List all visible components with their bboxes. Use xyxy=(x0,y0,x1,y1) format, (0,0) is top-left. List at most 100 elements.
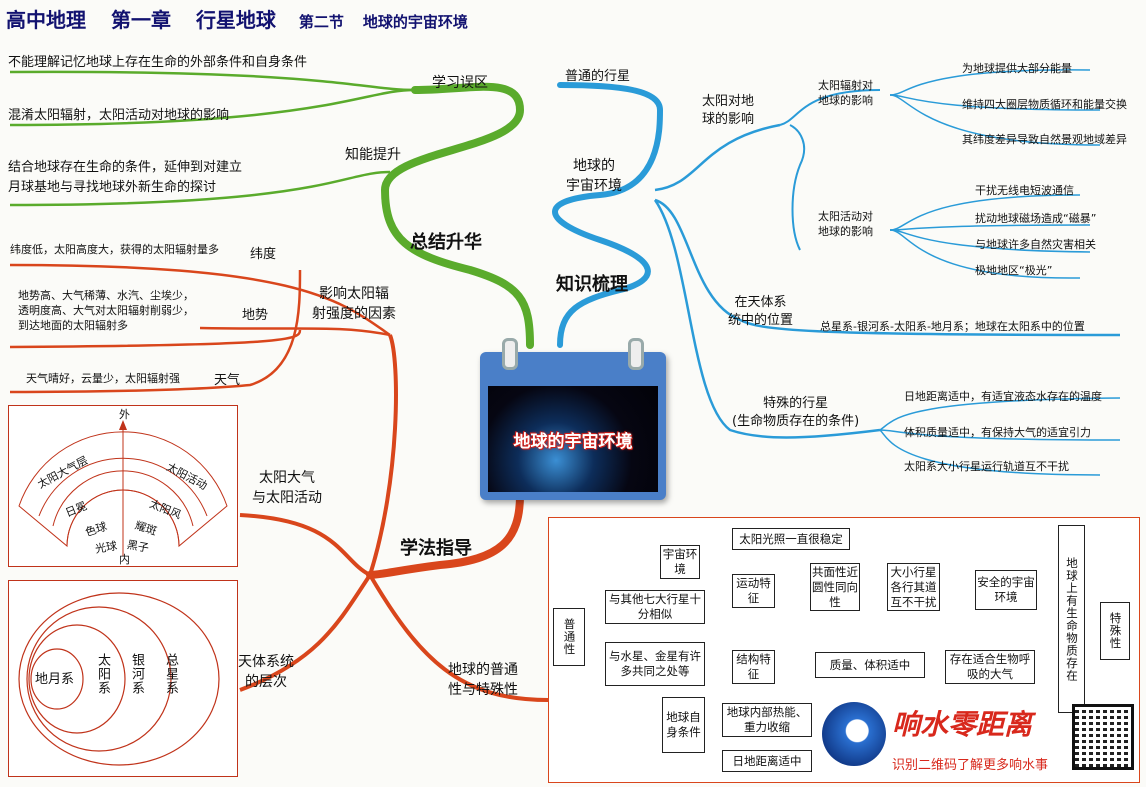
flow-orbits: 大小行星各行其道互不干扰 xyxy=(887,563,940,611)
factors-label-line: 影响太阳辐 xyxy=(319,286,389,302)
branch-knowledge: 知识梳理 xyxy=(556,274,628,295)
outer-label: 外 xyxy=(119,408,130,421)
watermark-logo-icon xyxy=(822,702,886,766)
ring-label: 太阳系 xyxy=(95,653,110,695)
sun-influence-label: 太阳对地 球的影响 xyxy=(702,93,754,129)
activity-label: 太阳活动对 地球的影响 xyxy=(818,209,873,239)
flow-motion-props: 共面性近圆性同向性 xyxy=(810,563,860,611)
radiation-item: 为地球提供大部分能量 xyxy=(962,62,1072,75)
special-label-line: 特殊的行星 xyxy=(763,396,829,411)
activity-label-line: 地球的影响 xyxy=(818,225,873,238)
env-label: 地球的 宇宙环境 xyxy=(566,156,622,196)
activity-item: 与地球许多自然灾害相关 xyxy=(975,238,1096,251)
radiation-item: 维持四大圈层物质循环和能量交换 xyxy=(962,98,1127,111)
levels-label-line: 天体系统 xyxy=(238,654,294,670)
sun-influence-line: 太阳对地 xyxy=(702,94,755,109)
center-title: 地球的宇宙环境 xyxy=(513,431,633,452)
normal-special-line: 性与特殊性 xyxy=(448,682,518,698)
flow-sun-stable: 太阳光照一直很稳定 xyxy=(732,528,850,550)
flow-special: 特殊性 xyxy=(1100,602,1130,660)
normal-special-line: 地球的普通 xyxy=(448,662,518,678)
mistakes-label: 学习误区 xyxy=(432,75,488,91)
flow-mass-volume: 质量、体积适中 xyxy=(815,652,925,678)
levels-diagram: 地月系 太阳系 银河系 总星系 xyxy=(8,580,238,777)
sun-influence-line: 球的影响 xyxy=(702,112,755,127)
space-image: 地球的宇宙环境 xyxy=(488,386,658,492)
mistake-item: 不能理解记忆地球上存在生命的外部条件和自身条件 xyxy=(8,55,308,70)
branch-summary: 总结升华 xyxy=(410,232,482,253)
page-title: 高中地理 第一章 行星地球 第二节 地球的宇宙环境 xyxy=(6,4,468,33)
ability-text-line: 月球基地与寻找地球外新生命的探讨 xyxy=(8,180,217,195)
ability-text: 结合地球存在生命的条件，延伸到对建立 月球基地与寻找地球外新生命的探讨 xyxy=(8,158,242,198)
ability-label: 知能提升 xyxy=(345,147,401,163)
flow-safe-env: 安全的宇宙环境 xyxy=(975,570,1037,610)
ring-label: 地月系 xyxy=(35,672,75,687)
weather-label: 天气 xyxy=(214,373,241,388)
watermark-slogan: 识别二维码了解更多响水事 xyxy=(892,758,1049,773)
levels-rings xyxy=(18,592,220,766)
ring-left-icon xyxy=(502,338,518,370)
normal-special-label: 地球的普通 性与特殊性 xyxy=(448,660,518,700)
ring-label: 银河系 xyxy=(129,653,144,695)
special-item: 体积质量适中，有保持大气的适宜引力 xyxy=(904,426,1091,439)
inner-label: 内 xyxy=(119,553,130,566)
levels-label-line: 的层次 xyxy=(245,674,287,690)
flow-distance: 日地距离适中 xyxy=(722,750,812,772)
chapter-title: 行星地球 xyxy=(195,8,276,32)
flow-atmosphere: 存在适合生物呼吸的大气 xyxy=(945,650,1035,684)
latitude-label: 纬度 xyxy=(250,247,277,262)
ring-right-icon xyxy=(628,338,644,370)
radiation-item: 其纬度差异导致自然景观地域差异 xyxy=(962,133,1127,146)
position-label-line: 统中的位置 xyxy=(728,313,794,328)
flow-similar: 与其他七大行星十分相似 xyxy=(605,590,705,624)
atmosphere-label-line: 与太阳活动 xyxy=(252,490,322,506)
ring-label: 总星系 xyxy=(163,653,178,695)
env-label-line: 地球的 xyxy=(573,158,615,174)
activity-label-line: 太阳活动对 xyxy=(818,210,873,223)
flow-motion: 运动特征 xyxy=(732,574,775,608)
activity-item: 扰动地球磁场造成“磁暴” xyxy=(975,212,1097,225)
position-label: 在天体系 统中的位置 xyxy=(728,294,793,330)
subject: 高中地理 xyxy=(6,8,86,32)
section-title: 地球的宇宙环境 xyxy=(362,13,468,31)
weather-text: 天气晴好，云量少，太阳辐射强 xyxy=(26,372,180,385)
activity-item: 极地地区“极光” xyxy=(975,264,1053,277)
flow-earth-self: 地球自身条件 xyxy=(662,697,705,753)
levels-label: 天体系统 的层次 xyxy=(238,652,294,692)
position-label-line: 在天体系 xyxy=(734,295,787,310)
qr-code-icon xyxy=(1072,704,1134,770)
flow-cosmic-env: 宇宙环境 xyxy=(660,545,700,579)
env-label-line: 宇宙环境 xyxy=(566,178,622,194)
atmosphere-label-line: 太阳大气 xyxy=(259,470,315,486)
watermark-brand: 响水零距离 xyxy=(892,708,1033,741)
terrain-text-line: 透明度高、大气对太阳辐射削弱少， xyxy=(18,304,194,317)
activity-item: 干扰无线电短波通信 xyxy=(975,184,1074,197)
special-item: 日地距离适中，有适宜液态水存在的温度 xyxy=(904,390,1102,403)
position-text: 总星系-银河系-太阳系-地月系；地球在太阳系中的位置 xyxy=(820,320,1085,333)
flow-life: 地球上有生命物质存在 xyxy=(1058,525,1085,713)
branch-method: 学法指导 xyxy=(400,538,472,559)
chapter: 第一章 xyxy=(110,8,171,32)
terrain-label: 地势 xyxy=(242,308,269,323)
latitude-text: 纬度低，太阳高度大，获得的太阳辐射量多 xyxy=(10,243,219,256)
special-label: 特殊的行星 (生命物质存在的条件) xyxy=(732,395,859,431)
flow-common: 与水星、金星有许多共同之处等 xyxy=(605,642,705,686)
factors-label: 影响太阳辐 射强度的因素 xyxy=(312,284,396,324)
terrain-text-line: 到达地面的太阳辐射多 xyxy=(18,319,128,332)
radiation-label-line: 地球的影响 xyxy=(818,94,873,107)
center-card: 地球的宇宙环境 xyxy=(480,338,666,500)
radiation-label: 太阳辐射对 地球的影响 xyxy=(818,78,873,108)
factors-label-line: 射强度的因素 xyxy=(312,306,396,322)
atmosphere-diagram: 外 内 太阳大气层 日冕 色球 光球 太阳活动 太阳风 耀斑 黑子 xyxy=(8,405,238,567)
atmosphere-fan xyxy=(18,420,228,556)
radiation-label-line: 太阳辐射对 xyxy=(818,79,873,92)
flow-ordinary: 普通性 xyxy=(553,608,585,666)
special-label-line: (生命物质存在的条件) xyxy=(732,414,860,429)
terrain-text: 地势高、大气稀薄、水汽、尘埃少， 透明度高、大气对太阳辐射削弱少， 到达地面的太… xyxy=(18,288,194,333)
ability-text-line: 结合地球存在生命的条件，延伸到对建立 xyxy=(8,160,243,175)
section: 第二节 xyxy=(298,13,344,31)
flow-internal-heat: 地球内部热能、重力收缩 xyxy=(722,703,812,737)
special-item: 太阳系大小行星运行轨道互不干扰 xyxy=(904,460,1069,473)
terrain-text-line: 地势高、大气稀薄、水汽、尘埃少， xyxy=(18,289,194,302)
